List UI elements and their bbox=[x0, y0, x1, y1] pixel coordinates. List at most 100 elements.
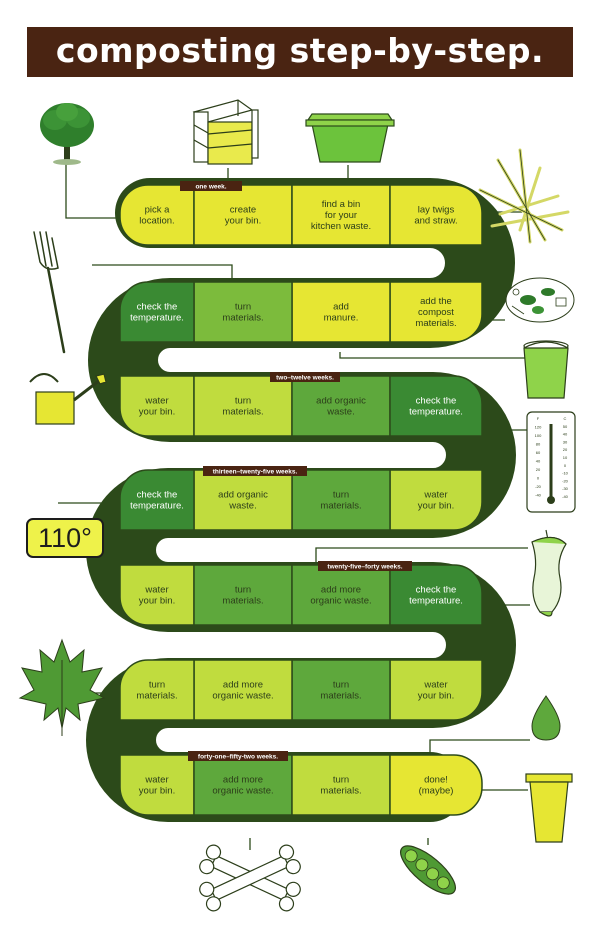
thermometer-tick: 40 bbox=[536, 459, 541, 464]
stage-tag-label: forty-one–fifty-two weeks. bbox=[198, 754, 278, 761]
stage-tag-label: one week. bbox=[195, 184, 226, 191]
step-cell-bg bbox=[119, 754, 195, 816]
stage-tag: thirteen–twenty-five weeks. bbox=[203, 466, 307, 476]
step-cell-bg bbox=[389, 754, 483, 816]
thermometer-tick: 30 bbox=[563, 439, 568, 444]
bucket-icon bbox=[523, 340, 569, 399]
thermometer-tick: 0 bbox=[537, 476, 540, 481]
twigs-icon bbox=[478, 148, 570, 244]
thermometer-tick: 20 bbox=[563, 447, 568, 452]
thermometer-tick: 10 bbox=[563, 455, 568, 460]
step-cell-bg bbox=[119, 375, 195, 437]
step-cell-bg bbox=[119, 469, 195, 531]
step-cell-bg bbox=[389, 469, 483, 531]
stage-tag: two–twelve weeks. bbox=[270, 372, 340, 382]
thermometer-tick: -10 bbox=[562, 471, 569, 476]
step-cell-bg bbox=[119, 184, 195, 246]
step-cell-bg bbox=[119, 659, 195, 721]
stage-tag: twenty-five–forty weeks. bbox=[318, 561, 412, 571]
stage-tag-label: thirteen–twenty-five weeks. bbox=[213, 469, 298, 476]
thermometer-tick: 120 bbox=[535, 425, 542, 430]
title-banner: composting step-by-step. bbox=[27, 27, 573, 77]
step-cell-bg bbox=[389, 184, 483, 246]
temperature-readout: 110° bbox=[26, 518, 104, 558]
thermometer-tick: -30 bbox=[562, 486, 569, 491]
watering-can-icon bbox=[29, 373, 107, 425]
cylinder-bin-icon bbox=[525, 773, 573, 843]
thermometer-tick: -20 bbox=[535, 484, 542, 489]
maple-leaf-icon bbox=[18, 638, 106, 736]
compost-materials-icon bbox=[505, 277, 575, 323]
step-cell-bg bbox=[389, 564, 483, 626]
apple-core-icon bbox=[531, 529, 567, 617]
stage-tag-label: two–twelve weeks. bbox=[276, 375, 334, 382]
thermometer-tick: -40 bbox=[535, 493, 542, 498]
plastic-bin-icon bbox=[305, 113, 395, 163]
water-drop-icon bbox=[531, 695, 561, 741]
thermometer-tick: 0 bbox=[564, 463, 567, 468]
thermometer-tick: 50 bbox=[563, 424, 568, 429]
thermometer-tick: 20 bbox=[536, 467, 541, 472]
step-cell-bg bbox=[389, 281, 483, 343]
step-cell-bg bbox=[119, 564, 195, 626]
thermometer-tick: 60 bbox=[536, 450, 541, 455]
thermometer-tick: -40 bbox=[562, 494, 569, 499]
pitchfork-icon bbox=[33, 231, 66, 354]
thermometer-tick: 100 bbox=[535, 433, 542, 438]
bones-icon bbox=[199, 844, 301, 912]
step-cell-bg bbox=[119, 281, 195, 343]
stage-tag-label: twenty-five–forty weeks. bbox=[327, 564, 402, 571]
tree-icon bbox=[40, 103, 94, 165]
stage-tag: one week. bbox=[180, 181, 242, 191]
thermometer-tick: C bbox=[564, 416, 567, 421]
thermometer-tick: 40 bbox=[563, 432, 568, 437]
